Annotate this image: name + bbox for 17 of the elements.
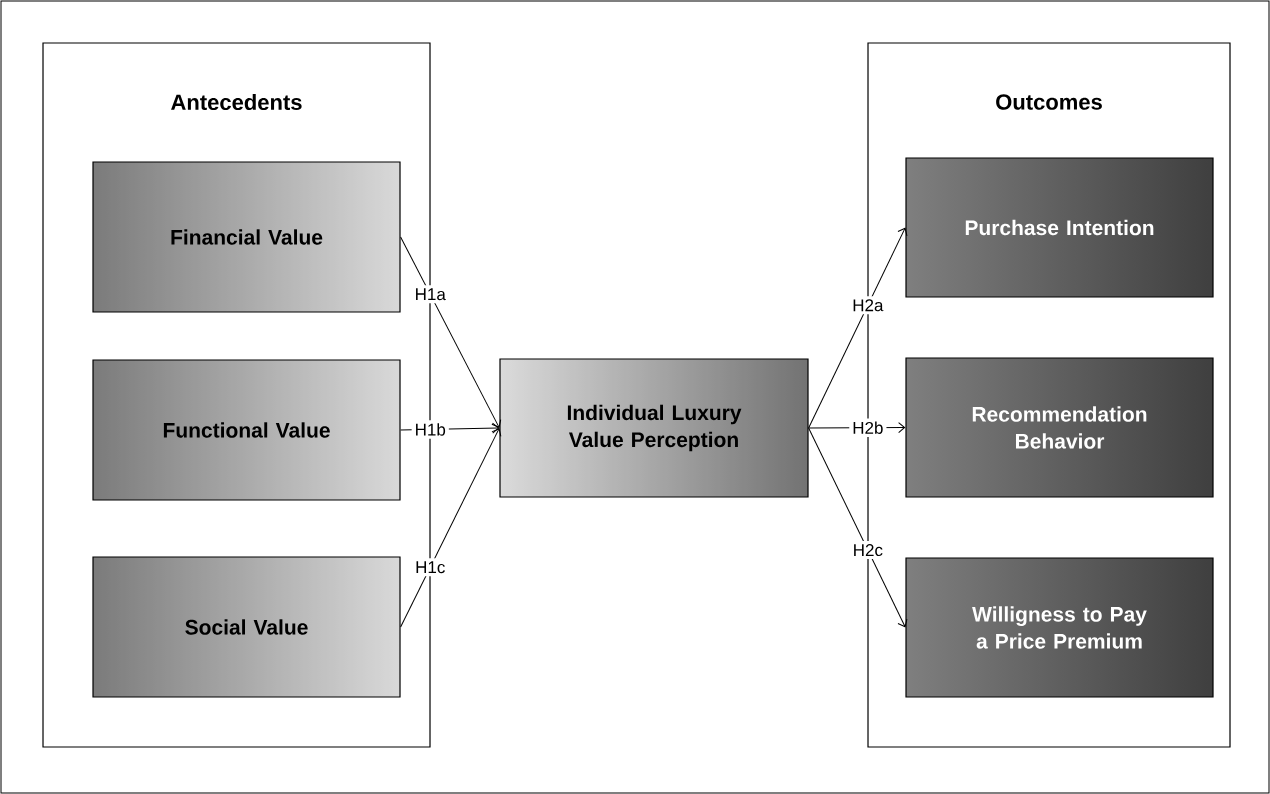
outcome-box: Recommendation Behavior bbox=[905, 357, 1214, 498]
arrow bbox=[808, 227, 908, 429]
perception-box: Individual Luxury Value Perception bbox=[499, 358, 809, 498]
edge-label: H2a bbox=[849, 296, 887, 315]
edge-label: H1b bbox=[411, 420, 449, 439]
edge-label: H1c bbox=[412, 558, 449, 577]
edge-label: H2c bbox=[849, 541, 886, 560]
outcome-box: Purchase Intention bbox=[905, 157, 1214, 298]
arrow bbox=[400, 236, 502, 428]
edge-label: H1a bbox=[411, 285, 449, 304]
value-box: Financial Value bbox=[92, 161, 401, 313]
value-box: Functional Value bbox=[92, 359, 401, 501]
value-box: Social Value bbox=[92, 556, 401, 698]
edge-label: H2b bbox=[849, 418, 887, 437]
arrow bbox=[400, 428, 502, 628]
arrow bbox=[808, 427, 908, 628]
outcome-box: Willigness to Pay a Price Premium bbox=[905, 557, 1214, 698]
